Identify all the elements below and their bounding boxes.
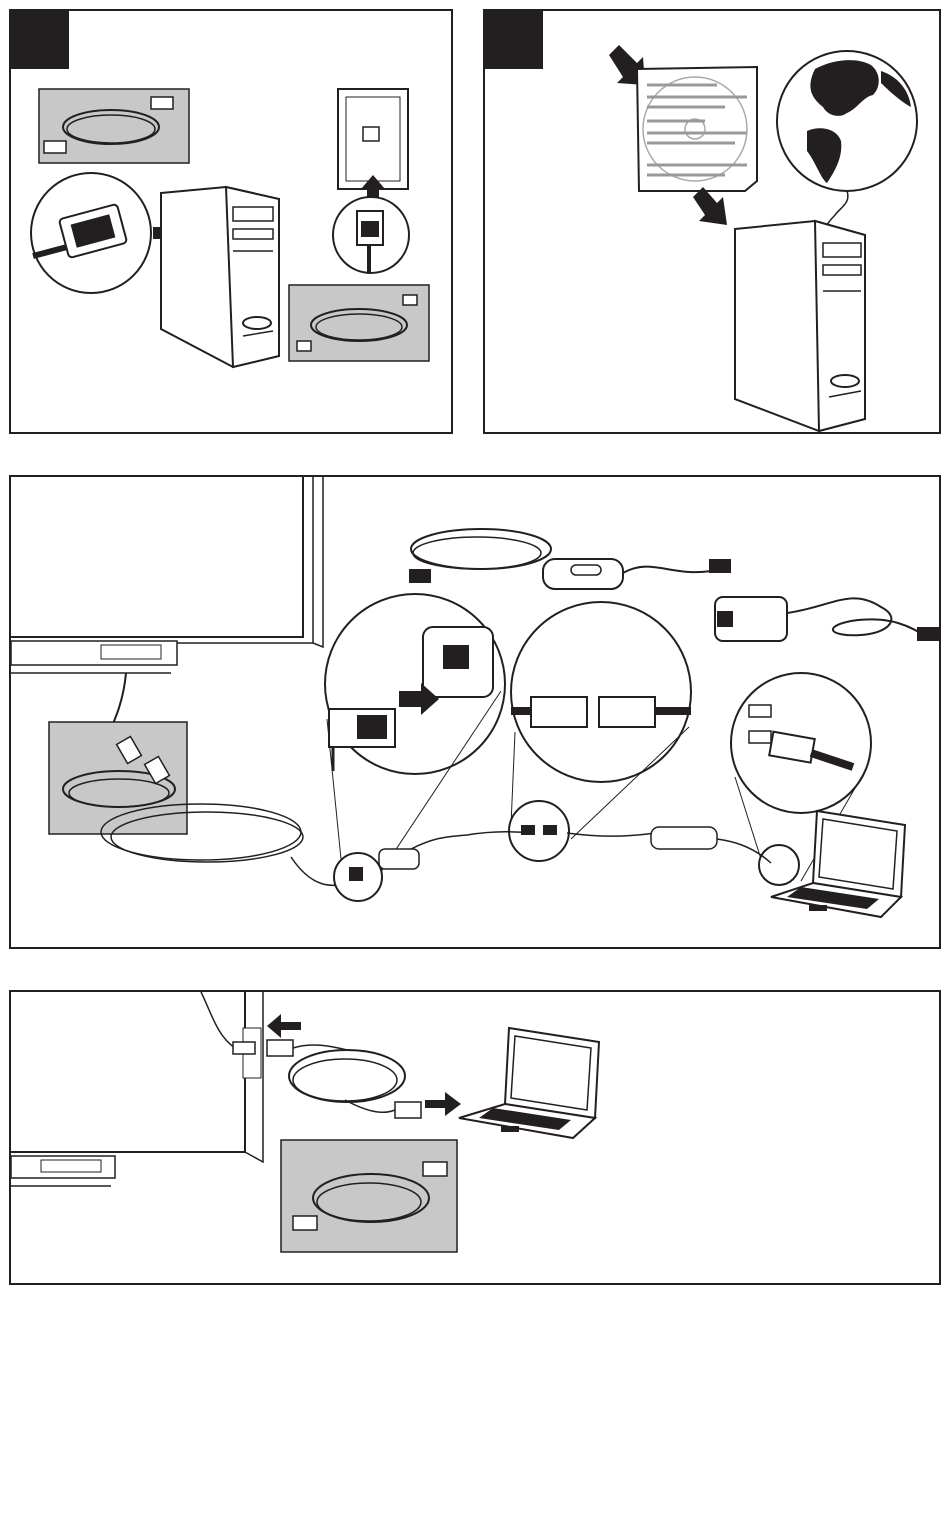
rj45-plug-zoom-icon (333, 197, 409, 273)
ethernet-cable-icon (289, 285, 429, 361)
interactive-whiteboard-icon (11, 992, 263, 1186)
usb-extender-icon (409, 529, 731, 589)
vga-connector-zoom-icon (31, 173, 151, 293)
step-4-panel (9, 990, 941, 1285)
ethernet-extender-icon (715, 597, 939, 641)
down-right-arrow-icon (693, 187, 727, 225)
step-3-panel (9, 475, 941, 949)
ethernet-wall-jack-icon (338, 89, 408, 189)
left-arrow-icon (267, 1014, 301, 1038)
software-cd-icon (637, 67, 757, 191)
step-1-panel (9, 9, 453, 434)
computer-tower-icon (735, 221, 865, 431)
interactive-whiteboard-icon (11, 477, 323, 673)
usb-port-zoom-icon (731, 673, 871, 813)
usb-connector-zoom-icon (511, 602, 691, 782)
vga-cable-icon (39, 89, 189, 163)
vga-cable-icon (267, 1040, 421, 1118)
ethernet-cable-icon (49, 722, 187, 834)
rj45-plug-zoom-icon (325, 594, 505, 774)
computer-tower-icon (161, 187, 279, 367)
laptop-icon (459, 1028, 599, 1138)
step-2-panel (483, 9, 941, 434)
port-detail-circle (759, 845, 799, 885)
usb-detail-circle (509, 801, 569, 861)
globe-icon (777, 51, 917, 233)
vga-cable-callout-icon (281, 1140, 457, 1252)
right-arrow-icon (425, 1092, 461, 1116)
